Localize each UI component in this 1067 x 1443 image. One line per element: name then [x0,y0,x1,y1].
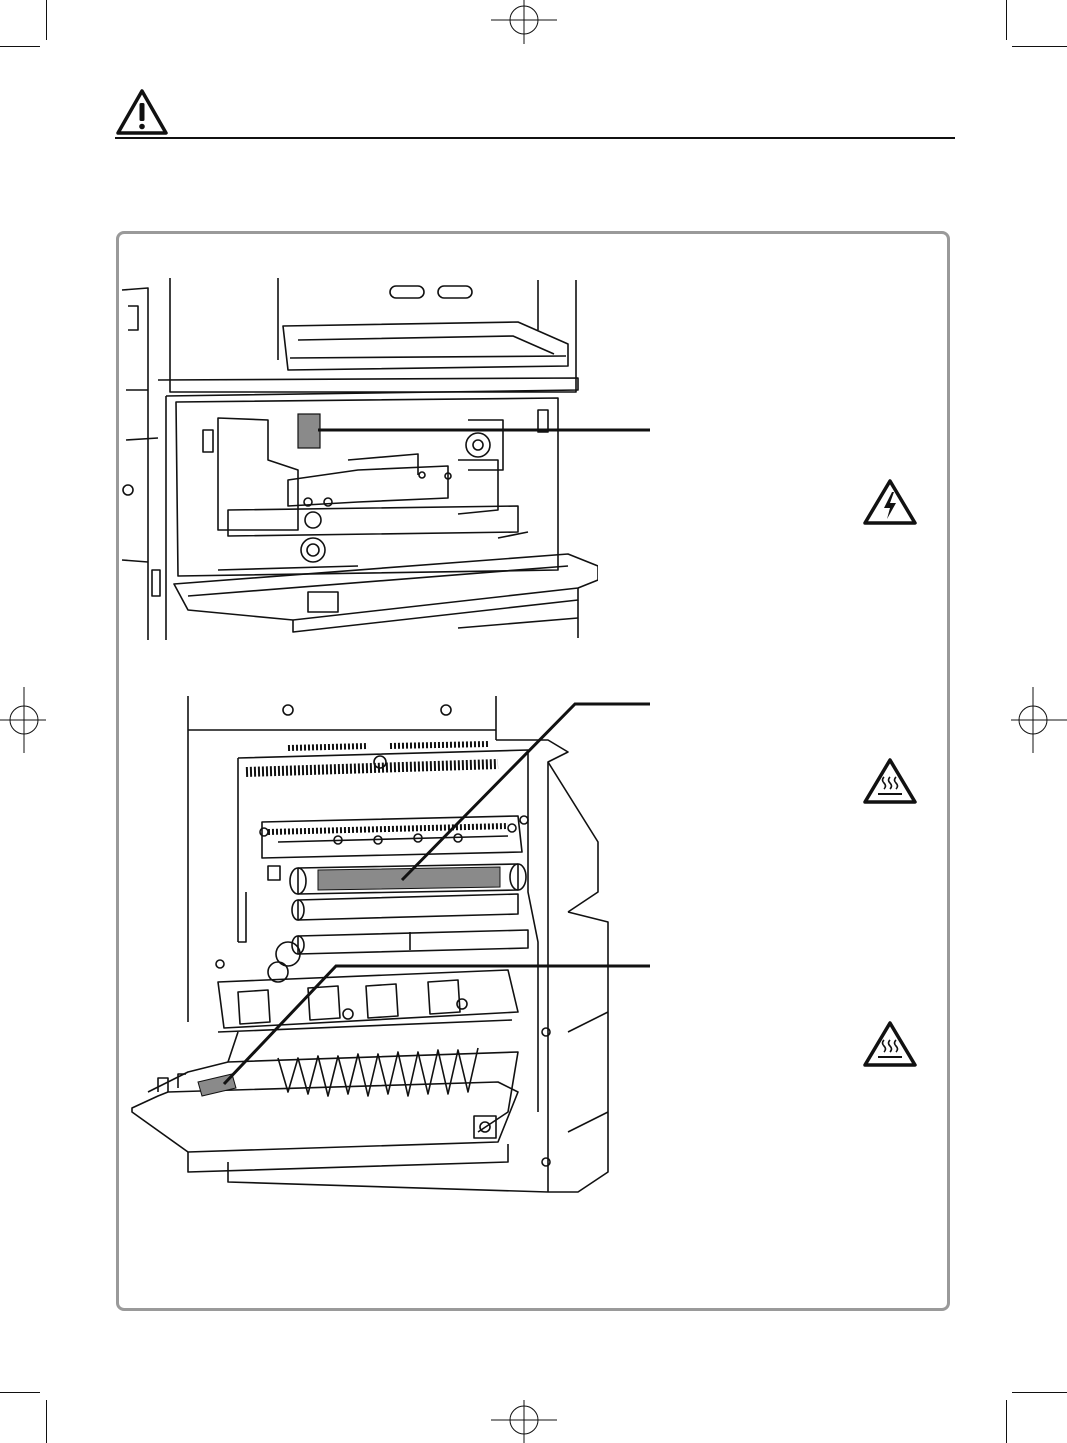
registration-mark [1011,687,1067,753]
header-rule [115,137,955,139]
registration-mark [491,0,557,44]
crop-mark [1012,1392,1067,1393]
registration-mark [491,1400,557,1443]
caution-triangle-icon [116,89,168,135]
crop-mark [46,0,47,40]
crop-mark [0,46,40,47]
hot-surface-icon [863,1021,917,1067]
registration-mark [0,687,46,753]
crop-mark [0,1392,40,1393]
copier-front-illustration [121,278,598,640]
crop-mark [1006,0,1007,40]
high-voltage-icon [863,479,917,525]
crop-mark [1006,1400,1007,1443]
content-panel [116,231,950,1311]
hot-surface-icon [863,758,917,804]
crop-mark [1012,46,1067,47]
crop-mark [46,1400,47,1443]
copier-rear-illustration [131,696,609,1193]
